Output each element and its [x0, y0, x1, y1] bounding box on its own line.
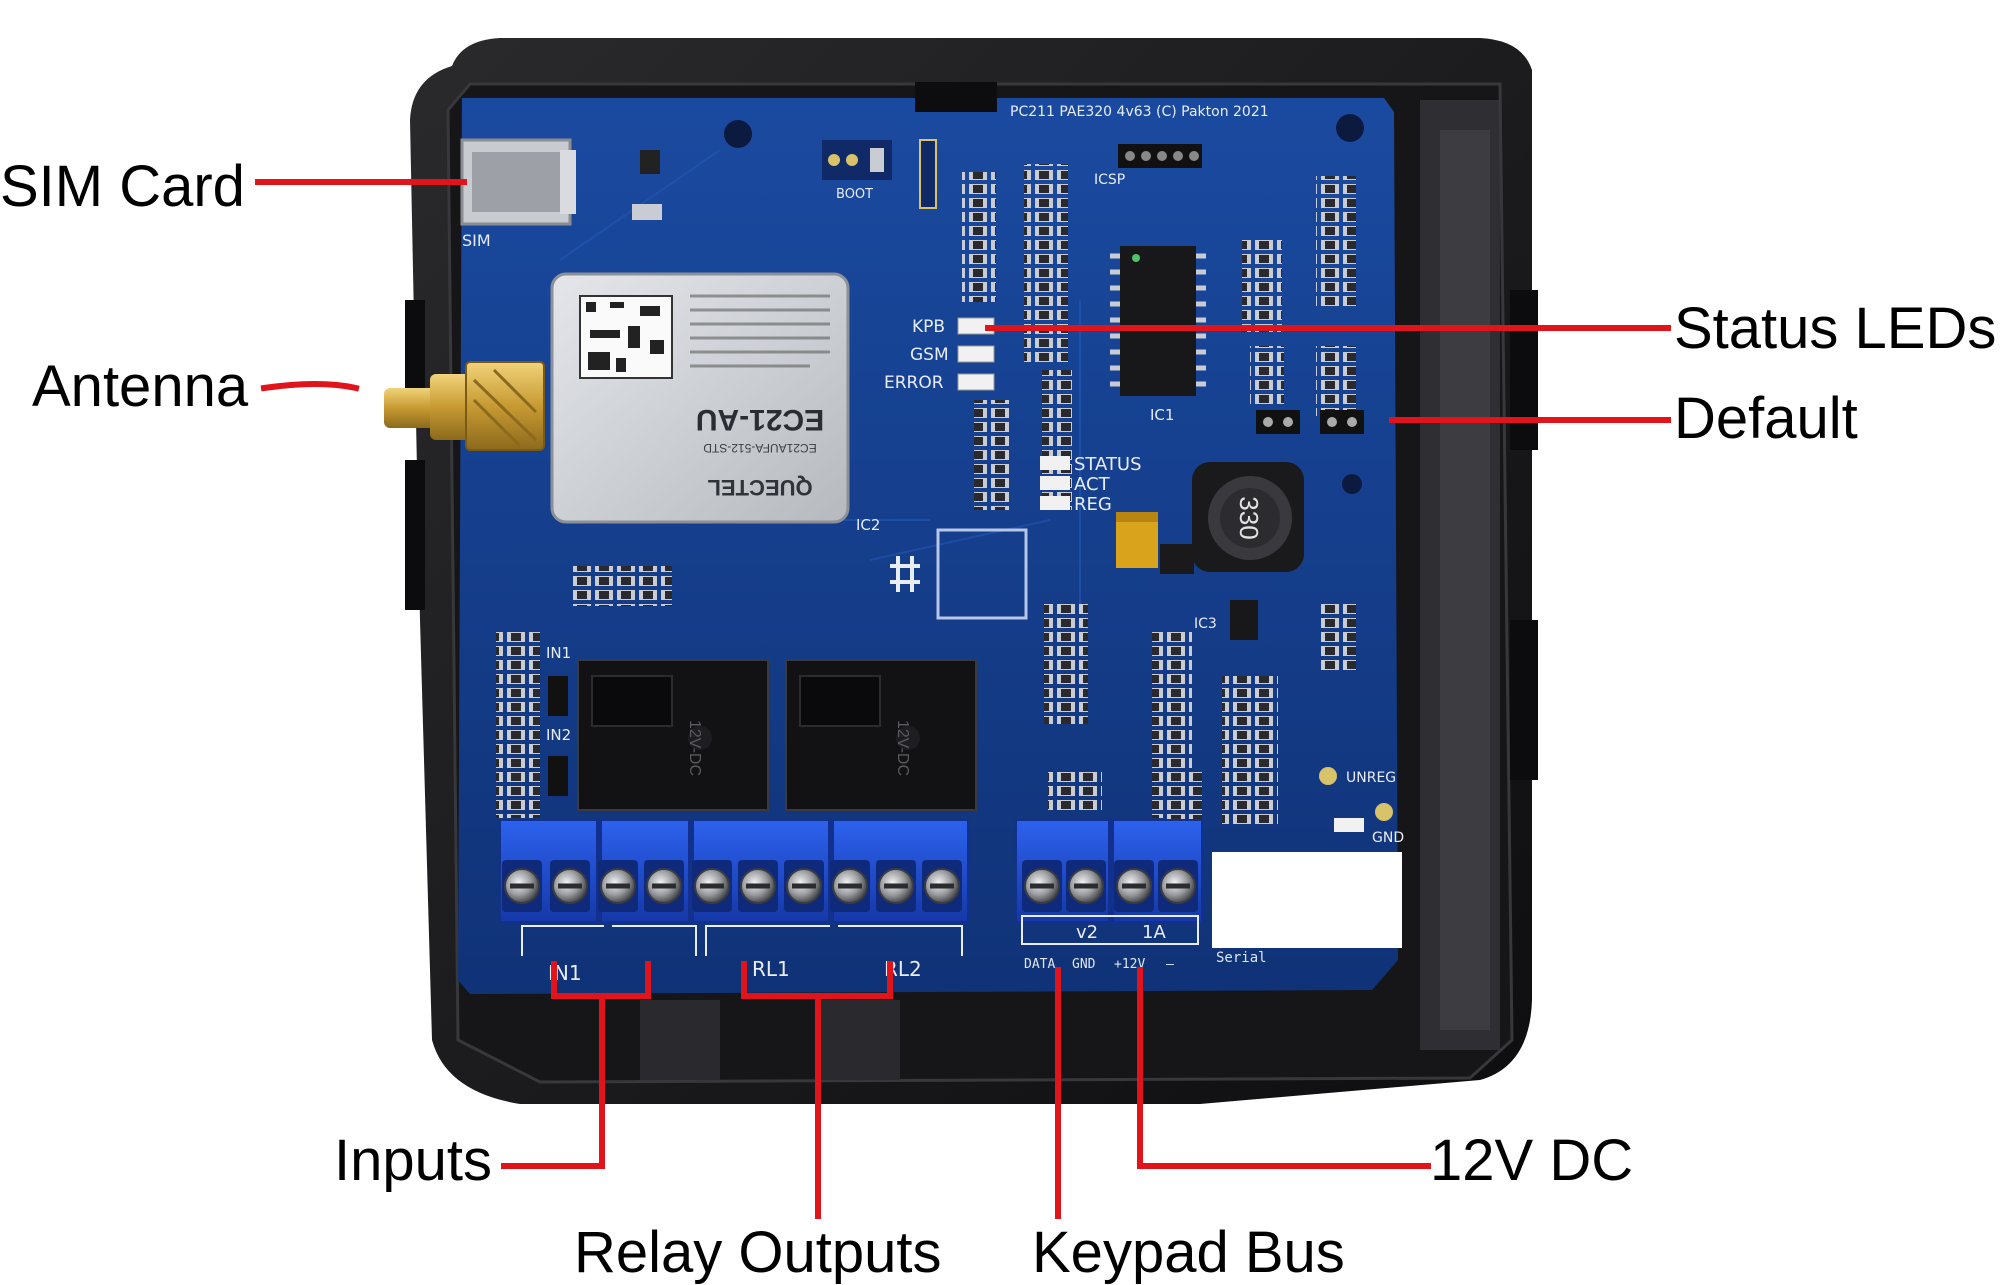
- test-pads: UNREG GND: [1319, 767, 1404, 846]
- relay-2-text: 12V-DC: [894, 720, 911, 776]
- in1-silk: IN1: [546, 644, 571, 662]
- inductor-label: 330: [1234, 496, 1264, 539]
- screw-slot: [606, 883, 630, 889]
- screw-slot: [700, 883, 724, 889]
- boot-silk: BOOT: [836, 187, 873, 202]
- callout-inputs: Inputs: [334, 1128, 492, 1193]
- leader-antenna: [260, 381, 360, 392]
- ic3-silk: IC3: [1194, 616, 1217, 632]
- callout-keypad-bus: Keypad Bus: [1032, 1220, 1345, 1285]
- silk-markings: IC3: [890, 528, 1258, 640]
- callout-antenna: Antenna: [32, 354, 249, 419]
- led-label-act: ACT: [1074, 474, 1111, 495]
- screw-slot: [558, 883, 582, 889]
- modem-module: EC21-AU EC21AUFA-512-STD QUECTEL IC2: [550, 272, 880, 534]
- led-label-kpb: KPB: [912, 317, 945, 337]
- v2-silk: v2: [1076, 922, 1098, 943]
- led-label-gsm: GSM: [910, 345, 949, 365]
- boot-pads: BOOT: [822, 139, 937, 209]
- screw-slot: [792, 883, 816, 889]
- icsp-silk: ICSP: [1094, 172, 1125, 188]
- gnd-silk: GND: [1072, 957, 1096, 972]
- leader-power: [1137, 967, 1431, 1169]
- led-label-status: STATUS: [1074, 454, 1142, 475]
- screw-slot: [1030, 883, 1054, 889]
- relay-2: 12V-DC: [785, 659, 977, 811]
- callout-relay-outputs: Relay Outputs: [574, 1220, 942, 1285]
- terminal-screws-power: [1022, 860, 1198, 912]
- screw-slot: [746, 883, 770, 889]
- screw-slot: [884, 883, 908, 889]
- in2-silk: IN2: [546, 726, 571, 744]
- default-jumper: [1256, 410, 1364, 434]
- terminal-screws-io: [502, 860, 962, 912]
- led-label-reg: REG: [1074, 494, 1112, 515]
- ic1-chip: IC1: [1110, 246, 1206, 424]
- screw-slot: [930, 883, 954, 889]
- callout-sim-card: SIM Card: [0, 154, 245, 219]
- fuse-silk: 1A: [1142, 922, 1166, 943]
- sim-card-slot: SIM: [460, 138, 576, 250]
- icsp-header: ICSP: [1094, 144, 1202, 188]
- callout-status-leds: Status LEDs: [1674, 296, 1997, 361]
- ic1-silk: IC1: [1150, 406, 1174, 424]
- relay-1: 12V-DC: [577, 659, 769, 811]
- screw-slot: [838, 883, 862, 889]
- antenna-connector: [384, 361, 545, 451]
- gnd-pad-silk: GND: [1372, 830, 1404, 846]
- modem-brand-text: QUECTEL: [707, 475, 812, 500]
- data-silk: DATA: [1024, 957, 1055, 972]
- minus-silk: —: [1166, 957, 1174, 972]
- leader-lines: [255, 179, 1671, 1219]
- status-led-group: KPB GSM ERROR STATUS ACT REG: [884, 317, 1142, 515]
- rl1-silk: RL1: [752, 957, 790, 981]
- screw-slot: [1074, 883, 1098, 889]
- callout-12v-dc: 12V DC: [1430, 1128, 1634, 1193]
- modem-model-text: EC21-AU: [696, 403, 824, 436]
- tantalum-capacitor: [1116, 512, 1194, 574]
- screw-slot: [1122, 883, 1146, 889]
- leader-inputs: [501, 961, 651, 1169]
- led-label-error: ERROR: [884, 373, 944, 393]
- relay-1-text: 12V-DC: [686, 720, 703, 776]
- screw-slot: [510, 883, 534, 889]
- screw-slot: [1166, 883, 1190, 889]
- input-jumpers: IN1 IN2: [546, 644, 571, 796]
- ic2-silk: IC2: [856, 516, 880, 534]
- unreg-silk: UNREG: [1346, 770, 1396, 786]
- modem-sub-text: EC21AUFA-512-STD: [703, 441, 817, 455]
- screw-slot: [652, 883, 676, 889]
- callout-default: Default: [1674, 386, 1858, 451]
- power-inductor: 330: [1192, 462, 1304, 572]
- smd-components: [496, 150, 1356, 826]
- serial-silk: Serial: [1216, 950, 1267, 966]
- leader-relay: [741, 961, 893, 1219]
- serial-label-patch: [1212, 852, 1402, 948]
- sim-silk: SIM: [462, 231, 491, 250]
- board-header-text: PC211 PAE320 4v63 (C) Pakton 2021: [1010, 104, 1269, 120]
